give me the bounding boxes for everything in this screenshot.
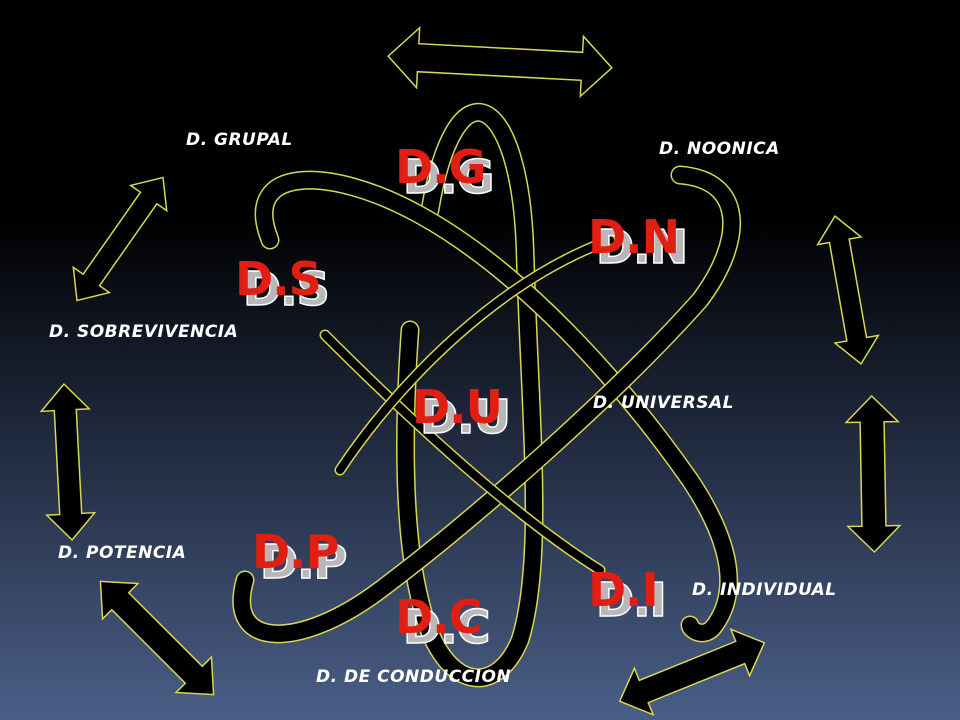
label-potencia: D. POTENCIA [58, 543, 187, 563]
label-noonica: D. NOONICA [659, 139, 780, 159]
code-ds: D.S D.S [235, 252, 331, 317]
orbit-ribbons [232, 102, 742, 688]
orbit-thin-a [319, 329, 606, 576]
code-dn: D.N D.N [588, 210, 689, 275]
label-grupal: D. GRUPAL [186, 130, 293, 150]
label-individual: D. INDIVIDUAL [692, 580, 837, 600]
code-dg-text: D.G [395, 140, 486, 194]
code-di-shadow: D.I [595, 572, 667, 628]
code-ds-shadow: D.S [242, 261, 330, 317]
code-dc-shadow: D.C [402, 599, 491, 655]
code-du: D.U D.U [412, 380, 512, 445]
arrows [39, 25, 902, 717]
code-dc-text: D.C [395, 590, 482, 644]
orbit-vertical [396, 102, 544, 688]
label-conduccion: D. DE CONDUCCION [316, 667, 512, 687]
double-arrow-left-icon [39, 383, 97, 541]
code-dp-shadow: D.P [259, 534, 348, 590]
double-arrow-upper-left-icon [72, 176, 168, 302]
code-di: D.I D.I [588, 563, 668, 628]
label-universal: D. UNIVERSAL [593, 393, 734, 413]
orbit-diagonal-b [232, 165, 742, 644]
double-arrow-upper-right-icon [816, 215, 880, 365]
code-dn-shadow: D.N [595, 219, 689, 275]
double-arrow-lower-right-icon [618, 627, 766, 717]
code-du-shadow: D.U [419, 389, 512, 445]
orbit-thin-b [334, 234, 616, 476]
label-sobrevivencia: D. SOBREVIVENCIA [49, 322, 239, 342]
code-dp: D.P D.P [252, 525, 348, 590]
double-arrow-right-icon [844, 394, 902, 554]
code-dn-text: D.N [588, 210, 680, 264]
double-arrow-top-icon [387, 25, 613, 99]
code-dg: D.G D.G [395, 140, 495, 205]
code-ds-text: D.S [235, 252, 322, 306]
double-arrow-lower-left-icon [99, 580, 215, 696]
code-du-text: D.U [412, 380, 503, 434]
code-dp-text: D.P [252, 525, 339, 579]
code-di-text: D.I [588, 563, 659, 617]
orbit-diagonal-a [254, 170, 739, 643]
code-dc: D.C D.C [395, 590, 491, 655]
code-dg-shadow: D.G [402, 149, 495, 205]
